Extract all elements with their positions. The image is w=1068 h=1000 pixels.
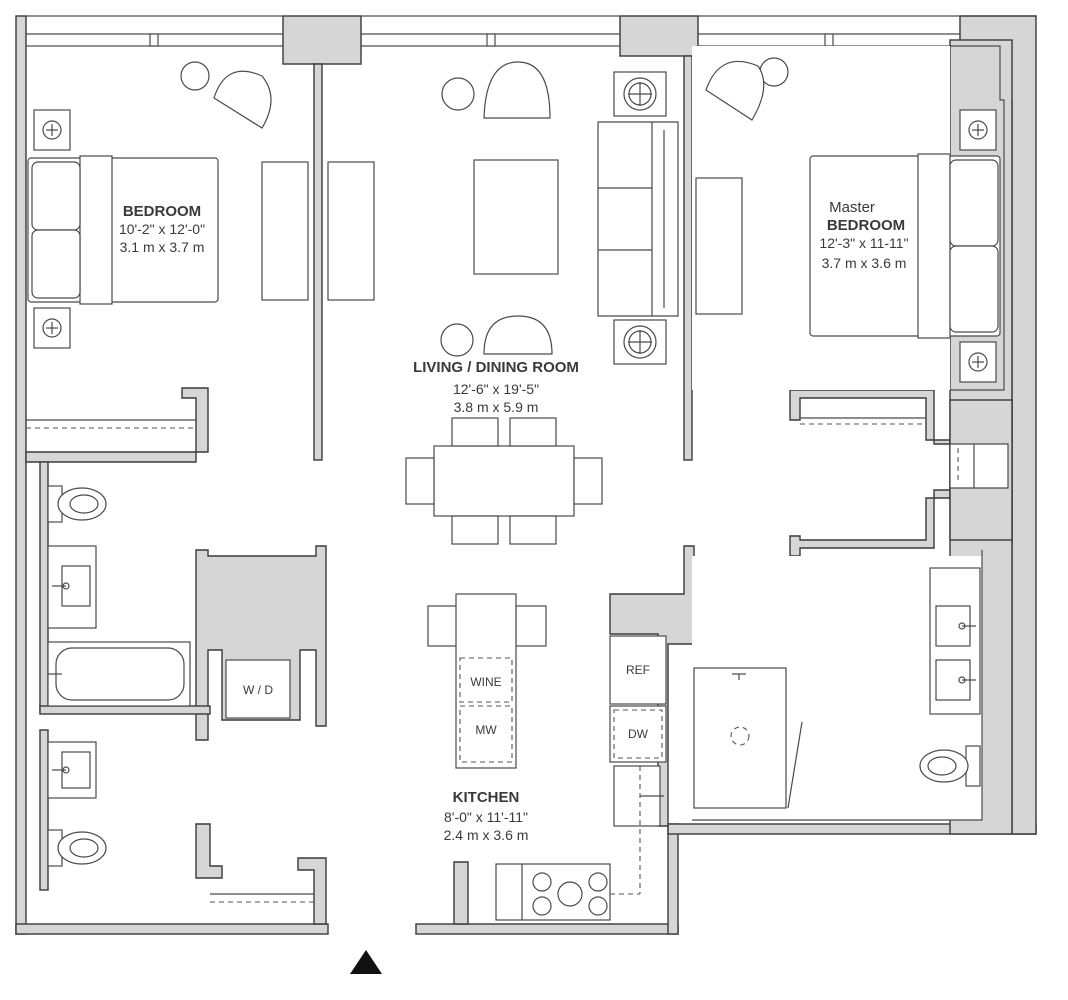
refrigerator-label: REF xyxy=(626,663,650,677)
living-title: LIVING / DINING ROOM xyxy=(413,359,579,376)
kitchen-label: KITCHEN 8'-0" x 11'-11" 2.4 m x 3.6 m xyxy=(444,789,529,843)
wine-fridge-label: WINE xyxy=(470,675,501,689)
closets xyxy=(26,417,926,903)
microwave-label: MW xyxy=(475,723,497,737)
living-furniture xyxy=(327,61,679,545)
bedroom-label: BEDROOM 10'-2" x 12'-0" 3.1 m x 3.7 m xyxy=(119,203,205,255)
entry-arrow-icon xyxy=(350,950,382,974)
kitchen-title: KITCHEN xyxy=(453,789,520,806)
bedroom-dims-metric: 3.1 m x 3.7 m xyxy=(120,239,205,255)
bedroom-title: BEDROOM xyxy=(123,203,201,220)
left-bathrooms xyxy=(47,485,291,867)
exterior-walls xyxy=(15,15,1037,935)
kitchen-dims-metric: 2.4 m x 3.6 m xyxy=(444,827,529,843)
windows xyxy=(25,15,961,47)
master-title-line1: Master xyxy=(829,199,875,216)
master-bath-fixtures xyxy=(693,567,981,809)
living-label: LIVING / DINING ROOM 12'-6" x 19'-5" 3.8… xyxy=(413,359,579,415)
dishwasher-label: DW xyxy=(628,727,649,741)
living-dims-imperial: 12'-6" x 19'-5" xyxy=(453,381,539,397)
master-dims-metric: 3.7 m x 3.6 m xyxy=(822,255,907,271)
washer-dryer-label: W / D xyxy=(243,683,273,697)
master-dims-imperial: 12'-3" x 11-11" xyxy=(819,235,908,251)
living-dims-metric: 3.8 m x 5.9 m xyxy=(454,399,539,415)
master-label: Master BEDROOM 12'-3" x 11-11" 3.7 m x 3… xyxy=(819,199,908,271)
master-furniture xyxy=(695,57,1001,383)
kitchen-dims-imperial: 8'-0" x 11'-11" xyxy=(444,809,528,825)
kitchen-fixtures xyxy=(427,593,667,921)
master-title-line2: BEDROOM xyxy=(827,217,905,234)
bedroom-furniture xyxy=(27,61,309,349)
bedroom-dims-imperial: 10'-2" x 12'-0" xyxy=(119,221,205,237)
